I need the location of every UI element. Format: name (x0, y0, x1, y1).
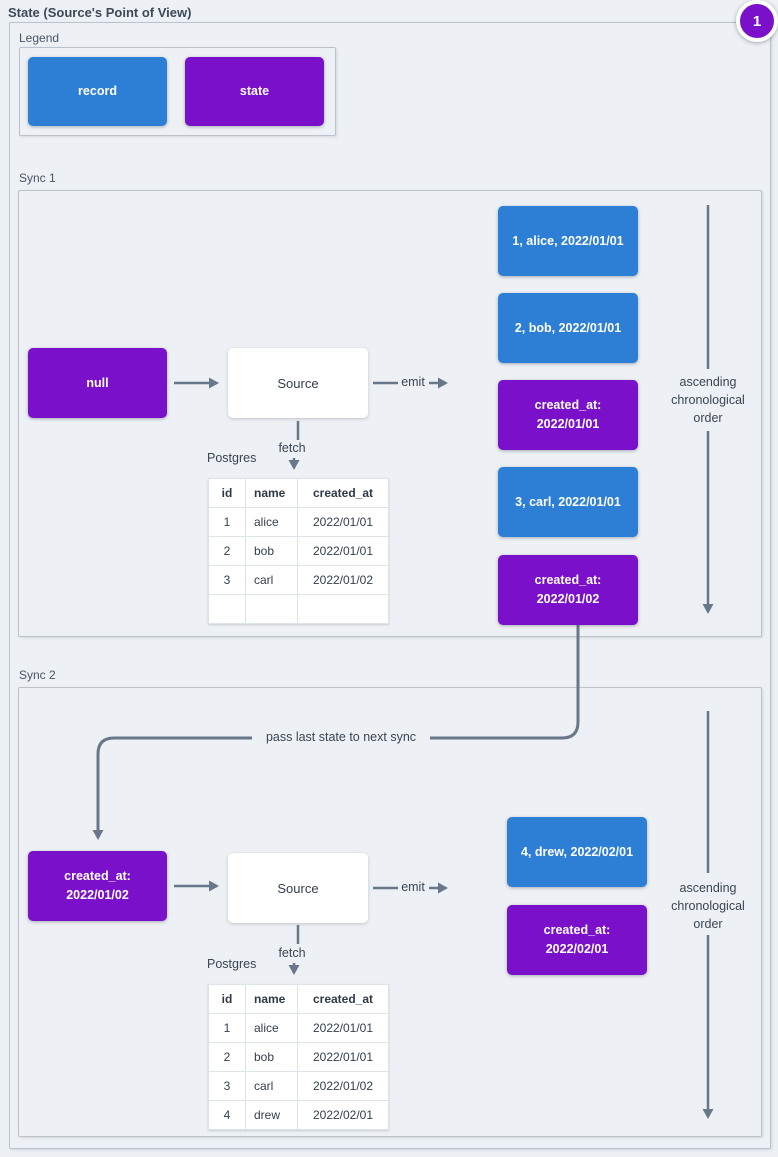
outer-frame (9, 22, 771, 1149)
cell-name: drew (245, 1100, 298, 1130)
cell-created-at: 2022/01/02 (297, 1071, 389, 1101)
state-line2: 2022/01/02 (66, 888, 129, 902)
state-line1: created_at: (534, 398, 602, 412)
table-header-row: id name created_at (208, 478, 389, 508)
cell-created-at (297, 594, 389, 624)
pass-state-label: pass last state to next sync (252, 730, 430, 744)
fetch1-label: fetch (278, 441, 306, 455)
sync2-label: Sync 2 (19, 668, 56, 682)
cell-created-at: 2022/01/01 (297, 536, 389, 566)
cell-id (208, 594, 246, 624)
postgres2-label: Postgres (207, 957, 257, 971)
header-created-at: created_at (297, 478, 389, 508)
cell-id: 2 (208, 1042, 246, 1072)
sync1-panel (18, 190, 762, 637)
state-line1: created_at: (64, 869, 131, 883)
state-line2: 2022/01/02 (536, 592, 600, 606)
header-id: id (208, 478, 246, 508)
table-row: 2 bob 2022/01/01 (208, 536, 389, 566)
header-created-at: created_at (297, 984, 389, 1014)
table-row: 1 alice 2022/01/01 (208, 507, 389, 537)
emit1-label: emit (401, 375, 425, 389)
cell-id: 2 (208, 536, 246, 566)
table-row: 4 drew 2022/02/01 (208, 1100, 389, 1130)
cell-created-at: 2022/02/01 (297, 1100, 389, 1130)
sync1-order-note: ascending chronological order (671, 375, 745, 425)
state-box: created_at: 2022/01/01 (498, 380, 638, 450)
table-row: 1 alice 2022/01/01 (208, 1013, 389, 1043)
cell-name: alice (245, 1013, 298, 1043)
state-line2: 2022/01/01 (536, 417, 600, 431)
fetch2-label: fetch (278, 946, 306, 960)
cell-id: 1 (208, 1013, 246, 1043)
table-header-row: id name created_at (208, 984, 389, 1014)
legend-record-box: record (28, 57, 167, 126)
cell-name: carl (245, 1071, 298, 1101)
record-box: 4, drew, 2022/02/01 (507, 817, 647, 887)
page-title: State (Source's Point of View) (8, 5, 192, 20)
cell-created-at: 2022/01/01 (297, 1013, 389, 1043)
table-row: 2 bob 2022/01/01 (208, 1042, 389, 1072)
record-box: 3, carl, 2022/01/01 (498, 467, 638, 537)
sync2-source-box: Source (228, 853, 368, 923)
step-number-badge: 1 (736, 0, 778, 42)
sync1-source-box: Source (228, 348, 368, 418)
table-row: 3 carl 2022/01/02 (208, 565, 389, 595)
cell-name (245, 594, 298, 624)
cell-name: carl (245, 565, 298, 595)
cell-id: 1 (208, 507, 246, 537)
cell-created-at: 2022/01/02 (297, 565, 389, 595)
cell-id: 3 (208, 565, 246, 595)
record-box: 1, alice, 2022/01/01 (498, 206, 638, 276)
postgres1-label: Postgres (207, 451, 257, 465)
cell-name: bob (245, 536, 298, 566)
state-box: created_at: 2022/02/01 (507, 905, 647, 975)
cell-name: alice (245, 507, 298, 537)
legend-state-box: state (185, 57, 324, 126)
cell-created-at: 2022/01/01 (297, 1042, 389, 1072)
postgres-table-sync2: id name created_at 1 alice 2022/01/01 2 … (208, 984, 389, 1130)
state-line1: created_at: (543, 923, 611, 937)
cell-created-at: 2022/01/01 (297, 507, 389, 537)
table-row: 3 carl 2022/01/02 (208, 1071, 389, 1101)
table-row-empty (208, 594, 389, 624)
sync1-input-state-box: null (28, 348, 167, 418)
sync1-label: Sync 1 (19, 171, 56, 185)
record-box: 2, bob, 2022/01/01 (498, 293, 638, 363)
header-id: id (208, 984, 246, 1014)
legend-label: Legend (19, 31, 60, 45)
cell-name: bob (245, 1042, 298, 1072)
sync2-panel (18, 687, 762, 1137)
state-line1: created_at: (534, 573, 602, 587)
state-line2: 2022/02/01 (545, 942, 609, 956)
cell-id: 3 (208, 1071, 246, 1101)
emit2-label: emit (401, 880, 425, 894)
sync2-order-note: ascending chronological order (671, 881, 745, 931)
header-name: name (245, 984, 298, 1014)
state-box: created_at: 2022/01/02 (498, 555, 638, 625)
cell-id: 4 (208, 1100, 246, 1130)
postgres-table-sync1: id name created_at 1 alice 2022/01/01 2 … (208, 478, 389, 624)
header-name: name (245, 478, 298, 508)
sync2-input-state-box: created_at: 2022/01/02 (28, 851, 167, 921)
legend-panel (19, 47, 336, 136)
